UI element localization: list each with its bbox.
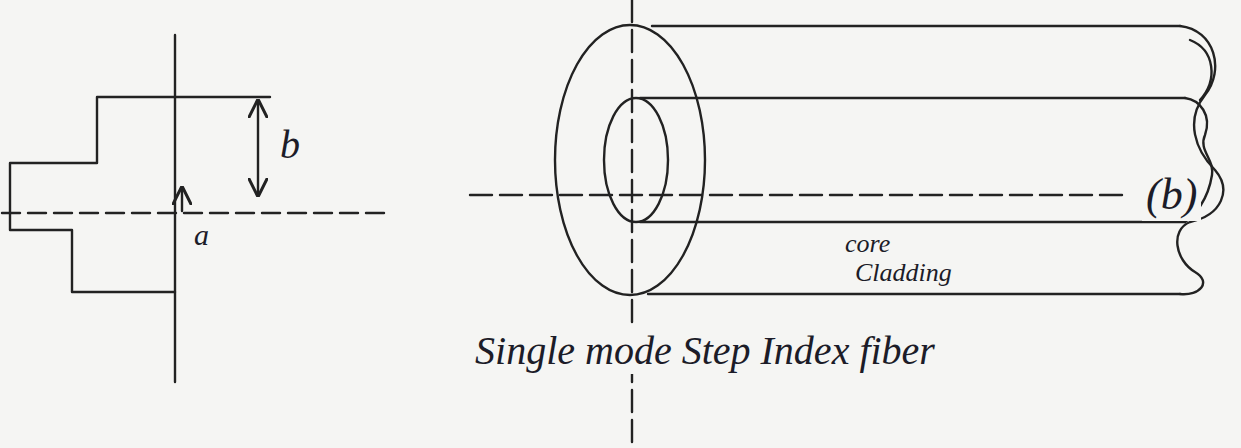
cladding-end [555, 25, 705, 295]
cladding-edge [652, 25, 1180, 27]
caption: Single mode Step Index fiber [471, 328, 939, 374]
core-edge [640, 97, 1185, 99]
index-profile [10, 97, 270, 292]
dimension-label: b [280, 122, 300, 168]
center-line [631, 0, 633, 448]
profile-axis [174, 35, 176, 382]
part-label: Cladding [855, 258, 952, 288]
cladding-edge [648, 293, 1180, 295]
core-edge [640, 221, 1185, 223]
dimension-label: a [190, 218, 213, 253]
core-radius-arrow [181, 188, 183, 211]
figure-label: (b) [1142, 170, 1201, 221]
fiber-axis [470, 194, 1130, 196]
fiber-end [1177, 26, 1223, 294]
fiber-end [1190, 40, 1211, 100]
optical-axis [2, 212, 385, 214]
core-end [604, 98, 668, 222]
part-label: core [845, 229, 890, 259]
radius-arrow [257, 101, 259, 195]
